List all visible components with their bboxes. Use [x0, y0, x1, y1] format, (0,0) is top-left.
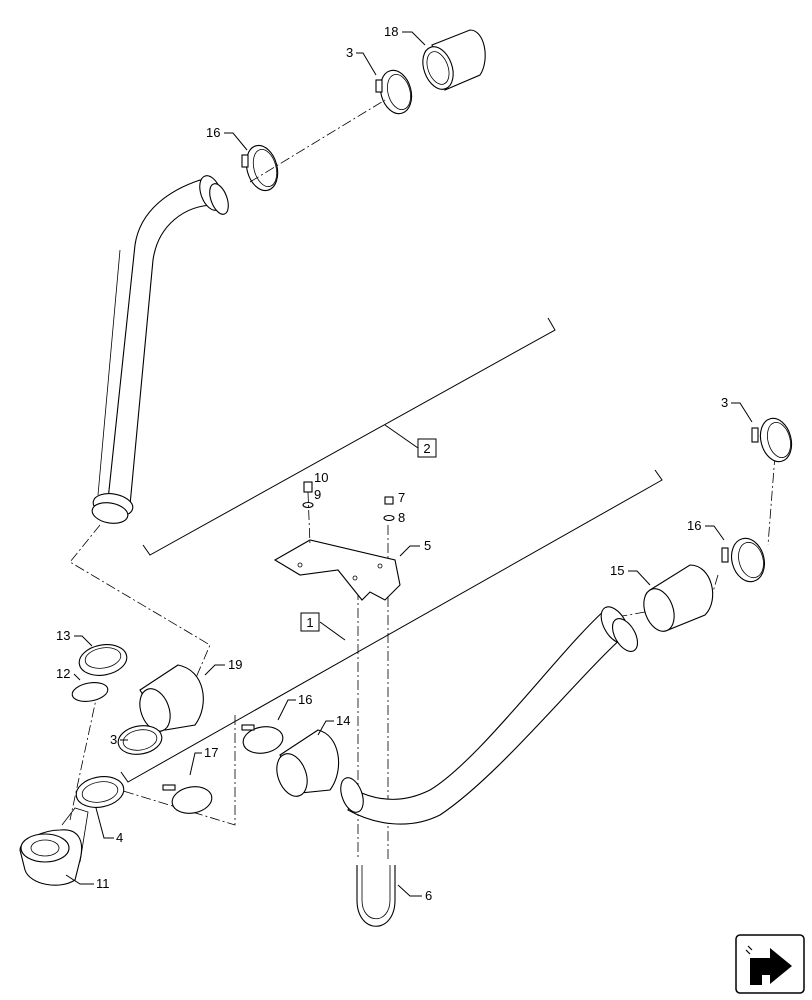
fasteners [302, 481, 395, 546]
clamp-16-right [721, 537, 766, 583]
callout-16-right: 16 [687, 518, 701, 533]
sleeve-15 [643, 564, 714, 632]
clamp-3-left [117, 725, 163, 755]
callout-13: 13 [56, 628, 70, 643]
navigation-arrow-icon[interactable] [735, 934, 805, 994]
callout-17: 17 [204, 745, 218, 760]
callout-19: 19 [228, 657, 242, 672]
callout-11: 11 [96, 876, 110, 891]
group-box-2: 2 [384, 424, 437, 458]
clamp-3-right [751, 417, 793, 463]
callout-9: 9 [314, 487, 321, 502]
clamp-16-mid [241, 724, 284, 754]
callout-8: 8 [398, 510, 405, 525]
callout-18: 18 [384, 24, 398, 39]
callout-16-top: 16 [206, 125, 220, 140]
clamp-3-top [375, 69, 413, 115]
clamp-16-top [241, 144, 279, 192]
upper-hose [91, 175, 229, 524]
sleeve-19 [139, 664, 204, 732]
callout-3-right: 3 [721, 395, 728, 410]
callout-3-left: 3 [110, 732, 117, 747]
clamp-17 [162, 784, 213, 814]
callout-5: 5 [424, 538, 431, 553]
clamp-13 [78, 644, 128, 676]
clamp-4 [75, 776, 125, 808]
elbow-11 [19, 807, 89, 886]
u-bolt-6 [356, 865, 396, 927]
callout-15: 15 [610, 563, 624, 578]
callouts: 18 3 16 10 9 7 8 5 3 16 15 13 12 19 16 1… [56, 24, 753, 903]
callout-10: 10 [314, 470, 328, 485]
callout-7: 7 [398, 490, 405, 505]
bracket-5 [273, 539, 401, 601]
callout-12: 12 [56, 666, 70, 681]
callout-6: 6 [425, 888, 432, 903]
sleeve-14 [276, 729, 340, 797]
callout-2: 2 [423, 441, 430, 456]
callout-3-top: 3 [346, 45, 353, 60]
lower-hose [340, 606, 639, 825]
callout-4: 4 [116, 830, 123, 845]
ring-12 [71, 682, 109, 702]
callout-1: 1 [306, 615, 313, 630]
callout-16-mid: 16 [298, 692, 312, 707]
sleeve-18 [422, 29, 486, 91]
group-box-1: 1 [300, 612, 346, 641]
callout-14: 14 [336, 713, 350, 728]
